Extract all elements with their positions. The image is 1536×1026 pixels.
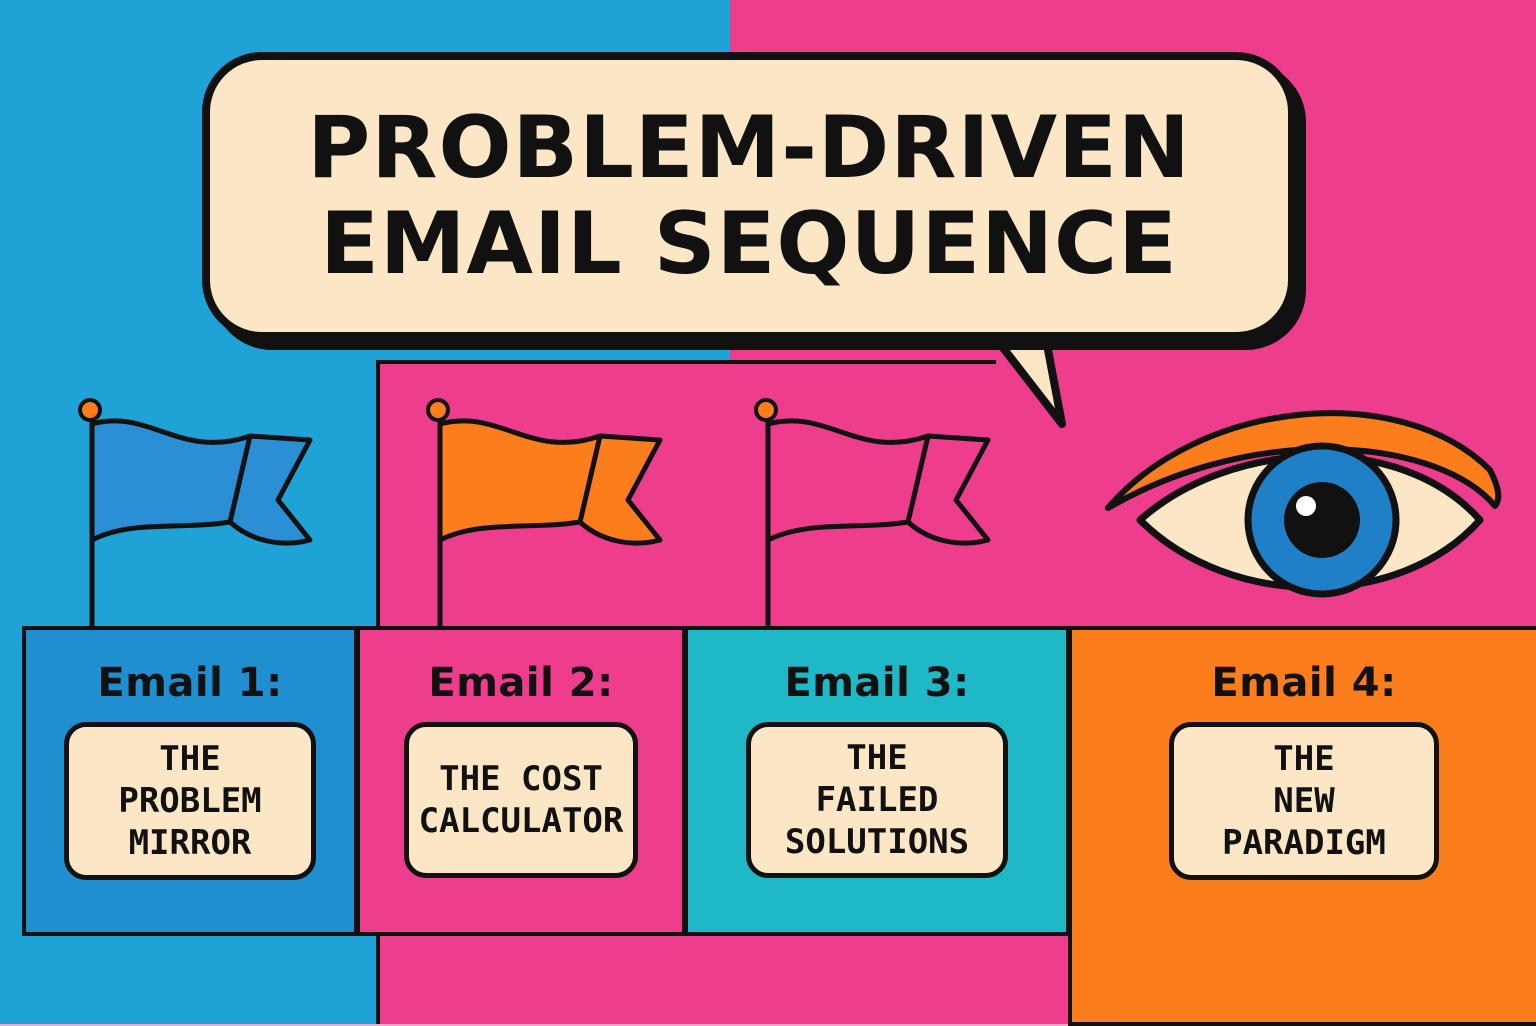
email-title-line: THE COST [439,759,603,799]
email-title-line: THE [1273,739,1335,779]
email-panel-1: Email 1: THE PROBLEM MIRROR [22,626,358,936]
email-panel-3: Email 3: THE FAILED SOLUTIONS [684,626,1070,936]
flag-icon-2 [426,398,663,626]
title-speech-bubble: PROBLEM-DRIVEN EMAIL SEQUENCE [202,52,1296,340]
flag-icon-3 [754,398,991,626]
email-label: Email 4: [1211,660,1397,706]
email-title-line: SOLUTIONS [784,822,970,862]
email-label: Email 3: [784,660,970,706]
email-label: Email 1: [97,660,283,706]
flag-icon-1 [78,398,313,626]
background-pink-bottom [378,936,1070,1024]
email-title-card: THE FAILED SOLUTIONS [746,722,1008,878]
email-title-line: THE [159,739,221,779]
divider-line-horizontal [376,360,996,364]
email-title-line: PARADIGM [1222,823,1386,863]
page-title-line-1: PROBLEM-DRIVEN [307,98,1191,198]
page-title-line-2: EMAIL SEQUENCE [320,194,1178,294]
email-title-line: CALCULATOR [418,801,624,841]
email-title-line: MIRROR [128,823,252,863]
email-label: Email 2: [428,660,614,706]
email-title-card: THE PROBLEM MIRROR [64,722,316,880]
email-title-line: PROBLEM [118,781,262,821]
email-title-line: NEW [1273,781,1335,821]
email-panel-4: Email 4: THE NEW PARADIGM [1068,626,1536,1026]
email-title-line: THE [846,738,908,778]
email-title-card: THE COST CALCULATOR [404,722,638,878]
eye-icon [1105,410,1502,598]
email-title-line: FAILED [815,780,939,820]
email-panel-2: Email 2: THE COST CALCULATOR [356,626,686,936]
email-title-card: THE NEW PARADIGM [1169,722,1439,880]
